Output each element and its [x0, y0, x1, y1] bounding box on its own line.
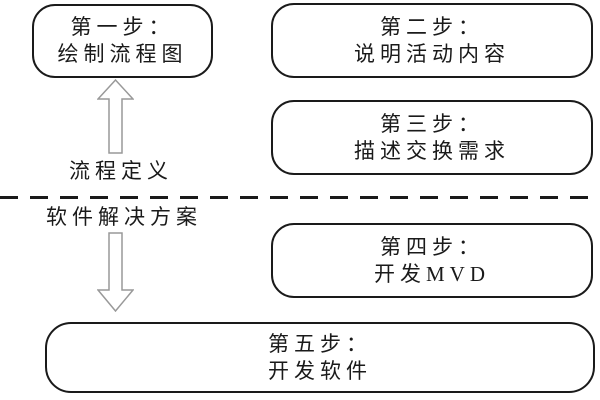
step-2-description: 说明活动内容	[354, 41, 510, 66]
step-1-title: 第一步：	[70, 15, 175, 39]
step-4-box: 第四步： 开发MVD	[271, 223, 593, 298]
up-arrow-icon	[97, 79, 134, 154]
zone-label-software-solution: 软件解决方案	[46, 205, 202, 229]
step-1-box: 第一步： 绘制流程图	[32, 4, 213, 78]
step-3-description: 描述交换需求	[354, 138, 510, 163]
dashed-divider	[0, 196, 600, 199]
down-arrow-icon	[97, 232, 134, 312]
step-1-description: 绘制流程图	[57, 42, 188, 66]
step-4-description: 开发MVD	[373, 261, 490, 286]
step-2-title: 第二步：	[380, 14, 484, 39]
step-2-box: 第二步： 说明活动内容	[271, 3, 593, 78]
step-3-title: 第三步：	[380, 111, 484, 136]
step-3-box: 第三步： 描述交换需求	[271, 100, 593, 175]
step-5-title: 第五步：	[268, 331, 372, 356]
step-5-description: 开发软件	[268, 358, 372, 383]
step-4-title: 第四步：	[380, 234, 484, 259]
step-5-box: 第五步： 开发软件	[45, 322, 595, 393]
zone-label-process-definition: 流程定义	[69, 159, 173, 183]
